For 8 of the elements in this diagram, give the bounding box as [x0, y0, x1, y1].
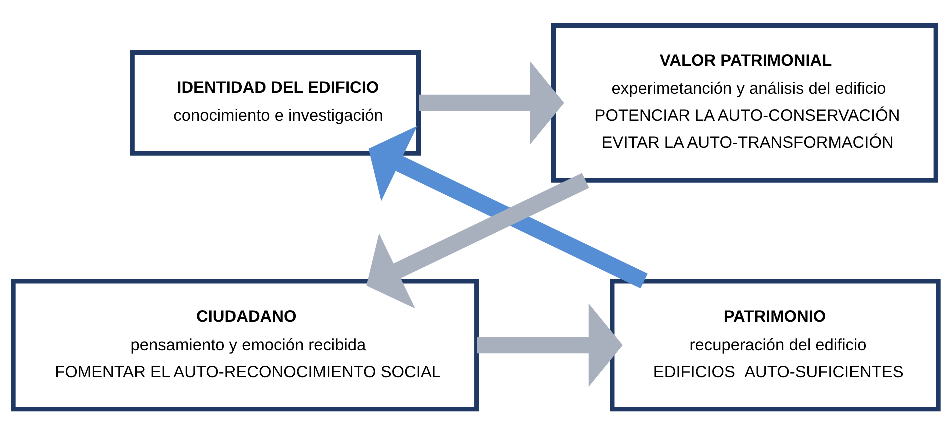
- node-box: IDENTIDAD DEL EDIFICIO conocimiento e investigación: [130, 50, 422, 156]
- arrow: [366, 172, 590, 308]
- arrow: [477, 303, 623, 387]
- node-box: VALOR PATRIMONIAL experimetanción y análisis del edificio POTENCIAR LA AUTO-CONSERVACIÓN EVITAR LA AUTO-TRANSFORMACIÓN: [551, 22, 938, 182]
- arrow: [419, 60, 564, 144]
- node-box: CIUDADANO pensamiento y emoción recibida FOMENTAR EL AUTO-RECONOCIMIENTO SOCIAL: [11, 278, 480, 412]
- node-box: PATRIMONIO recuperación del edificio EDIFICIOS AUTO-SUFICIENTES: [610, 278, 941, 412]
- arrow: [368, 126, 648, 288]
